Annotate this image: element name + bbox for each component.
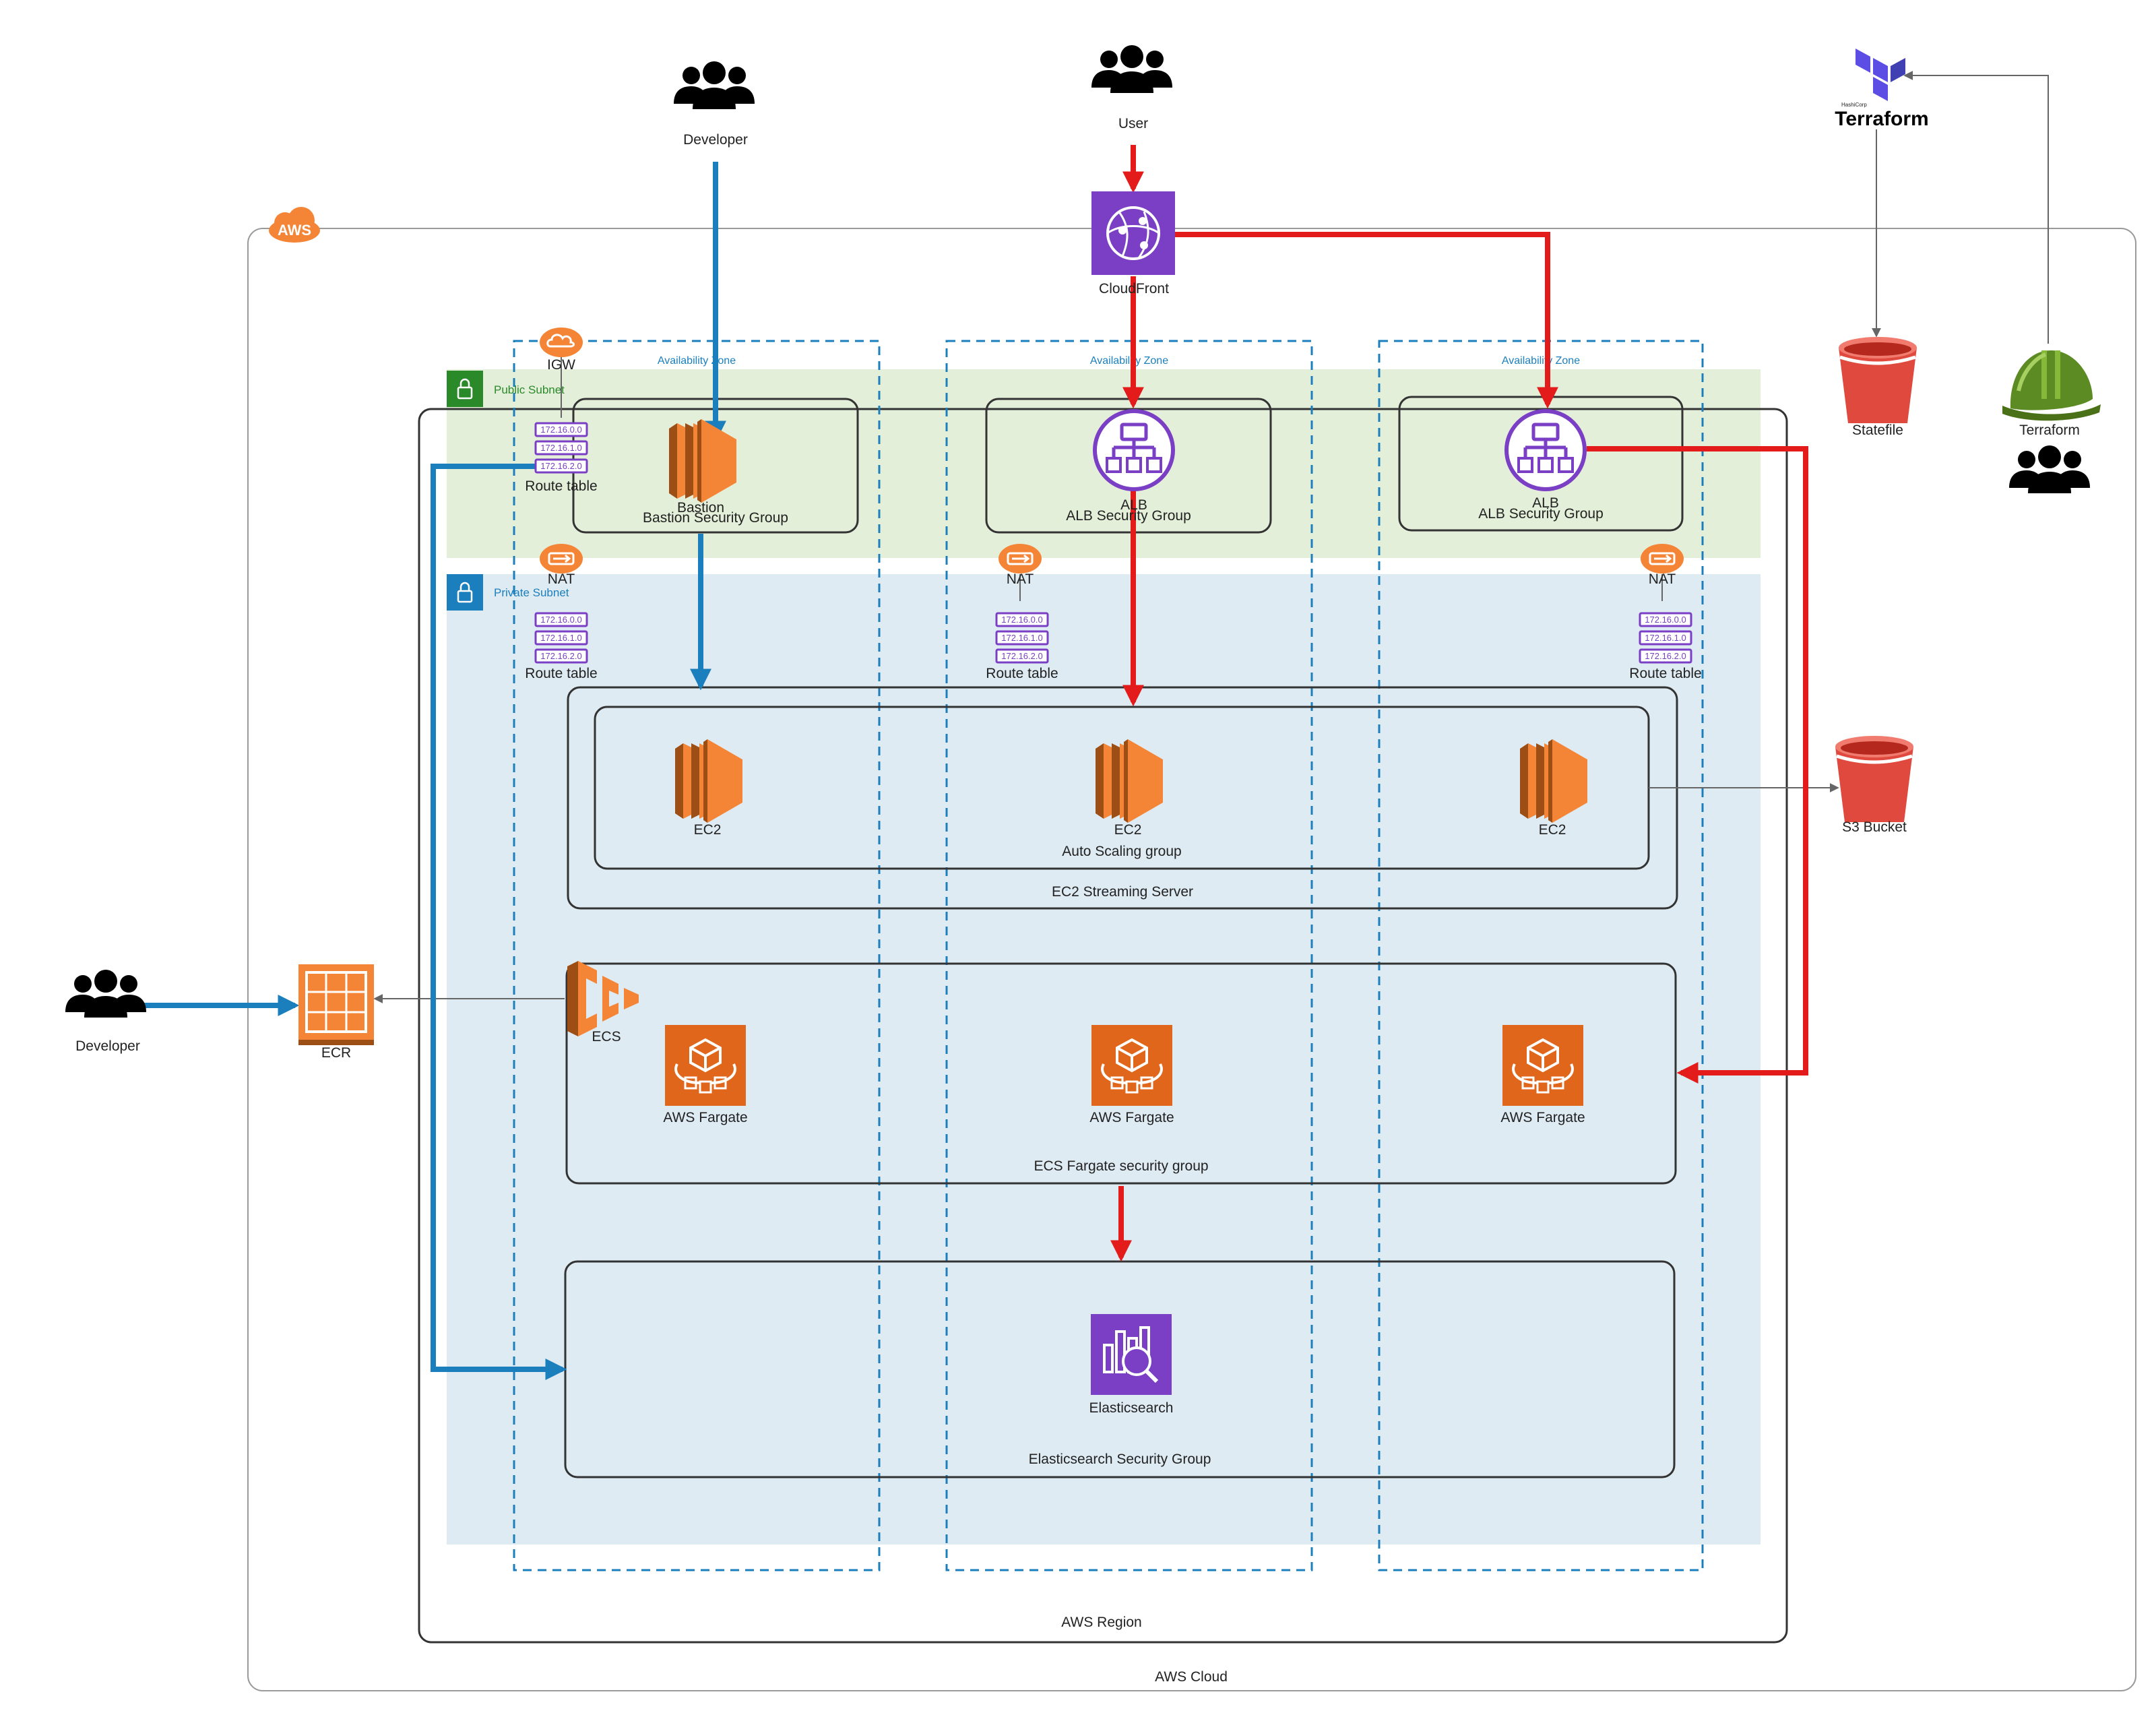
nat3-label: NAT: [1649, 571, 1676, 587]
alb1-sg-label: ALB Security Group: [1066, 508, 1191, 524]
alb-icon[interactable]: [1507, 411, 1585, 489]
public-subnet-label: Public Subnet: [494, 383, 565, 396]
ecr-label: ECR: [321, 1045, 351, 1061]
alb2-sg-label: ALB Security Group: [1478, 506, 1604, 522]
route-entry: 172.16.0.0: [540, 615, 581, 625]
alb1-label: ALB: [1120, 497, 1147, 513]
terraform-icon: [1856, 49, 1905, 101]
nat-icon: [997, 542, 1043, 575]
people-icon: [65, 970, 146, 1018]
bastion-sg-label: Bastion Security Group: [643, 510, 788, 526]
ecs-fargate-sg-label: ECS Fargate security group: [1034, 1158, 1208, 1174]
availability-zone-2: [945, 340, 1313, 1571]
route-entry: 172.16.2.0: [1001, 651, 1042, 661]
route-entry: 172.16.2.0: [1645, 651, 1686, 661]
route-entry: 172.16.1.0: [540, 443, 581, 453]
elasticsearch-icon[interactable]: [1091, 1314, 1172, 1395]
aws-region-label: AWS Region: [1061, 1615, 1141, 1630]
availability-zone-1: [513, 340, 881, 1571]
ecr-icon[interactable]: [298, 964, 374, 1045]
az3-label: Availability Zone: [1502, 355, 1580, 367]
route-entry: 172.16.2.0: [540, 651, 581, 661]
aws-cloud-label: AWS Cloud: [1155, 1669, 1228, 1685]
bastion-label: Bastion: [677, 500, 724, 516]
alb2-to-ecs-flow: [1587, 446, 1808, 1084]
lock-icon: [445, 573, 484, 612]
alb2-label: ALB: [1532, 495, 1559, 511]
terraform-user-to-logo-connector: [1903, 71, 2049, 344]
people-icon: [1091, 45, 1172, 93]
developer-left-label: Developer: [75, 1038, 140, 1054]
terraform-brand-small: HashiCorp: [1841, 102, 1867, 108]
cloudfront-to-alb2-flow: [1175, 232, 1558, 409]
nat1-label: NAT: [548, 571, 575, 587]
route-table-to-elasticsearch-flow: [431, 464, 575, 1380]
route-table-3-label: Route table: [1629, 666, 1701, 681]
people-icon: [2009, 445, 2090, 493]
route-table-public-label: Route table: [525, 478, 597, 494]
developer-top-label: Developer: [683, 132, 748, 148]
cloudfront-label: CloudFront: [1099, 281, 1169, 297]
fargate3-label: AWS Fargate: [1500, 1110, 1585, 1125]
route-entry: 172.16.1.0: [540, 633, 581, 643]
route-table-2-label: Route table: [986, 666, 1058, 681]
terraform-user-label: Terraform: [2019, 423, 2080, 438]
cloudfront-icon[interactable]: [1091, 191, 1175, 275]
fargate-icon[interactable]: [664, 1024, 747, 1107]
route-entry: 172.16.0.0: [1001, 615, 1042, 625]
aws-cloud-container: [247, 228, 2136, 1691]
aws-cloud-icon: AWS: [269, 207, 320, 243]
igw-label: IGW: [547, 357, 575, 373]
user-label: User: [1118, 116, 1148, 131]
aws-logo-text: AWS: [278, 222, 311, 239]
route-entry: 172.16.1.0: [1645, 633, 1686, 643]
aws-region-container: [418, 408, 1788, 1644]
route-entry: 172.16.2.0: [540, 461, 581, 471]
az1-label: Availability Zone: [658, 355, 736, 367]
elasticsearch-sg-label: Elasticsearch Security Group: [1029, 1452, 1211, 1467]
ec2-1-label: EC2: [694, 822, 722, 838]
igw-icon: [540, 328, 583, 357]
people-icon: [674, 61, 755, 109]
ecs-label: ECS: [592, 1029, 621, 1044]
terraform-brand-label: Terraform: [1835, 108, 1928, 130]
nat-icon: [538, 542, 584, 575]
elasticsearch-label: Elasticsearch: [1089, 1400, 1174, 1416]
availability-zone-3: [1378, 340, 1704, 1571]
auto-scaling-group-label: Auto Scaling group: [1062, 844, 1181, 859]
ec2-3-label: EC2: [1539, 822, 1566, 838]
fargate-icon[interactable]: [1501, 1024, 1585, 1107]
bucket-icon: [1835, 736, 1913, 822]
nat-icon: [1639, 542, 1685, 575]
fargate1-label: AWS Fargate: [663, 1110, 747, 1125]
route-entry: 172.16.0.0: [540, 425, 581, 435]
az2-label: Availability Zone: [1090, 355, 1168, 367]
alb-icon[interactable]: [1095, 411, 1173, 489]
ecs-fargate-security-group: [565, 962, 1677, 1185]
nat2-label: NAT: [1007, 571, 1034, 587]
route-entry: 172.16.1.0: [1001, 633, 1042, 643]
private-subnet-label: Private Subnet: [494, 586, 569, 599]
ec2-streaming-label: EC2 Streaming Server: [1052, 884, 1193, 900]
ec2-2-label: EC2: [1114, 822, 1142, 838]
lock-icon: [445, 369, 484, 408]
bucket-icon: [1839, 337, 1917, 423]
fargate2-label: AWS Fargate: [1089, 1110, 1174, 1125]
route-entry: 172.16.0.0: [1645, 615, 1686, 625]
hardhat-icon: [2002, 350, 2101, 421]
ecs-icon[interactable]: [567, 961, 639, 1036]
fargate-icon[interactable]: [1090, 1024, 1174, 1107]
s3-label: S3 Bucket: [1842, 819, 1907, 835]
route-table-1-label: Route table: [525, 666, 597, 681]
statefile-label: Statefile: [1852, 423, 1903, 438]
